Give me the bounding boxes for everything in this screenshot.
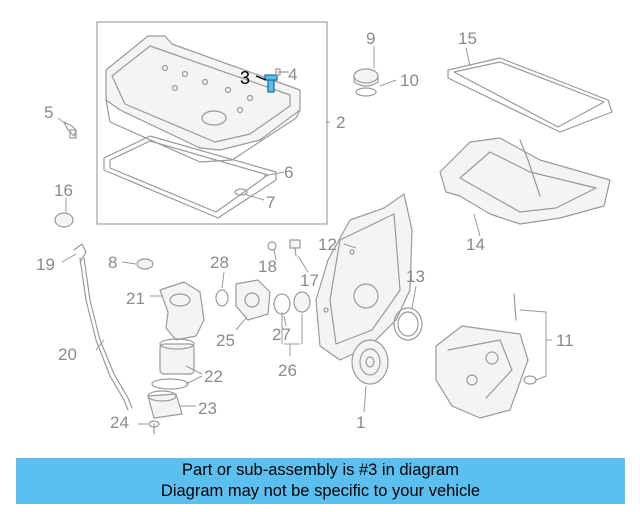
label-11: 11 <box>556 331 574 350</box>
oil-filter-element <box>151 338 195 390</box>
label-9: 9 <box>366 29 375 48</box>
label-23: 23 <box>198 399 217 418</box>
label-7: 7 <box>266 193 275 212</box>
bolt-5 <box>63 121 77 139</box>
label-28: 28 <box>210 253 229 272</box>
oil-cooler-seal <box>523 375 537 385</box>
drain-plug-24 <box>148 420 160 435</box>
crank-seal <box>393 307 423 341</box>
oil-cooler <box>435 325 529 419</box>
timing-cover <box>315 193 413 361</box>
label-2: 2 <box>336 113 345 132</box>
dipstick-tube <box>79 257 129 411</box>
banner-line-2: Diagram may not be specific to your vehi… <box>160 482 481 500</box>
sensor-17 <box>289 239 301 257</box>
label-13: 13 <box>406 267 425 286</box>
label-16: 16 <box>54 181 73 200</box>
label-3: 3 <box>240 68 250 88</box>
oil-filler-cap <box>353 68 379 97</box>
dipstick <box>73 243 87 263</box>
label-26: 26 <box>278 361 297 380</box>
oil-filter-cap <box>147 390 183 419</box>
valve-cover-gasket <box>103 135 277 219</box>
label-19: 19 <box>36 255 55 274</box>
label-1: 1 <box>356 413 365 432</box>
label-21: 21 <box>126 289 145 308</box>
oil-cooler-adapter <box>235 279 271 321</box>
label-10: 10 <box>400 71 419 90</box>
label-27: 27 <box>272 325 291 344</box>
banner-line-1: Part or sub-assembly is #3 in diagram <box>182 461 459 479</box>
valve-cover <box>105 35 301 163</box>
seal-26 <box>293 291 311 313</box>
o-ring-28 <box>215 289 229 307</box>
label-5: 5 <box>44 103 53 122</box>
plug-8 <box>136 258 154 270</box>
label-22: 22 <box>204 367 223 386</box>
label-14: 14 <box>466 235 485 254</box>
label-20: 20 <box>58 345 77 364</box>
seal-7 <box>234 188 248 196</box>
label-12: 12 <box>318 235 337 254</box>
bolt-highlighted <box>255 74 278 93</box>
label-4: 4 <box>288 65 297 84</box>
oil-cooler-tube <box>513 293 517 321</box>
label-6: 6 <box>284 163 293 182</box>
label-17: 17 <box>300 271 319 290</box>
label-25: 25 <box>216 331 235 350</box>
seal-16 <box>54 212 74 228</box>
info-banner: Part or sub-assembly is #3 in diagram Di… <box>16 458 625 504</box>
oil-pan <box>439 137 611 225</box>
oil-pan-gasket <box>447 57 613 133</box>
seal-27 <box>273 293 291 315</box>
bolt-18 <box>267 241 277 251</box>
valve-cover-inset-frame <box>96 21 328 225</box>
oil-filter-housing <box>159 281 205 341</box>
label-15: 15 <box>458 29 477 48</box>
crank-pulley <box>351 339 389 385</box>
label-18: 18 <box>258 257 277 276</box>
label-8: 8 <box>108 253 117 272</box>
parts-diagram: 9 10 15 3 4 2 5 6 7 16 14 12 19 8 28 18 … <box>36 21 613 435</box>
label-24: 24 <box>110 413 129 432</box>
stud-4 <box>275 68 289 76</box>
